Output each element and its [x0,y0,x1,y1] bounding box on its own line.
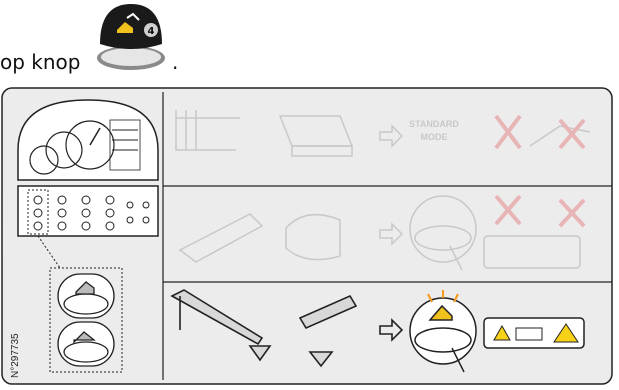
warning-labels-icon [484,318,584,348]
serial-number: N°297735 [10,333,21,378]
button-up-icon [58,274,114,318]
button-down-icon [58,322,114,366]
standard-mode-label: STANDARD MODE [395,118,473,144]
control-console-icon [18,100,158,236]
